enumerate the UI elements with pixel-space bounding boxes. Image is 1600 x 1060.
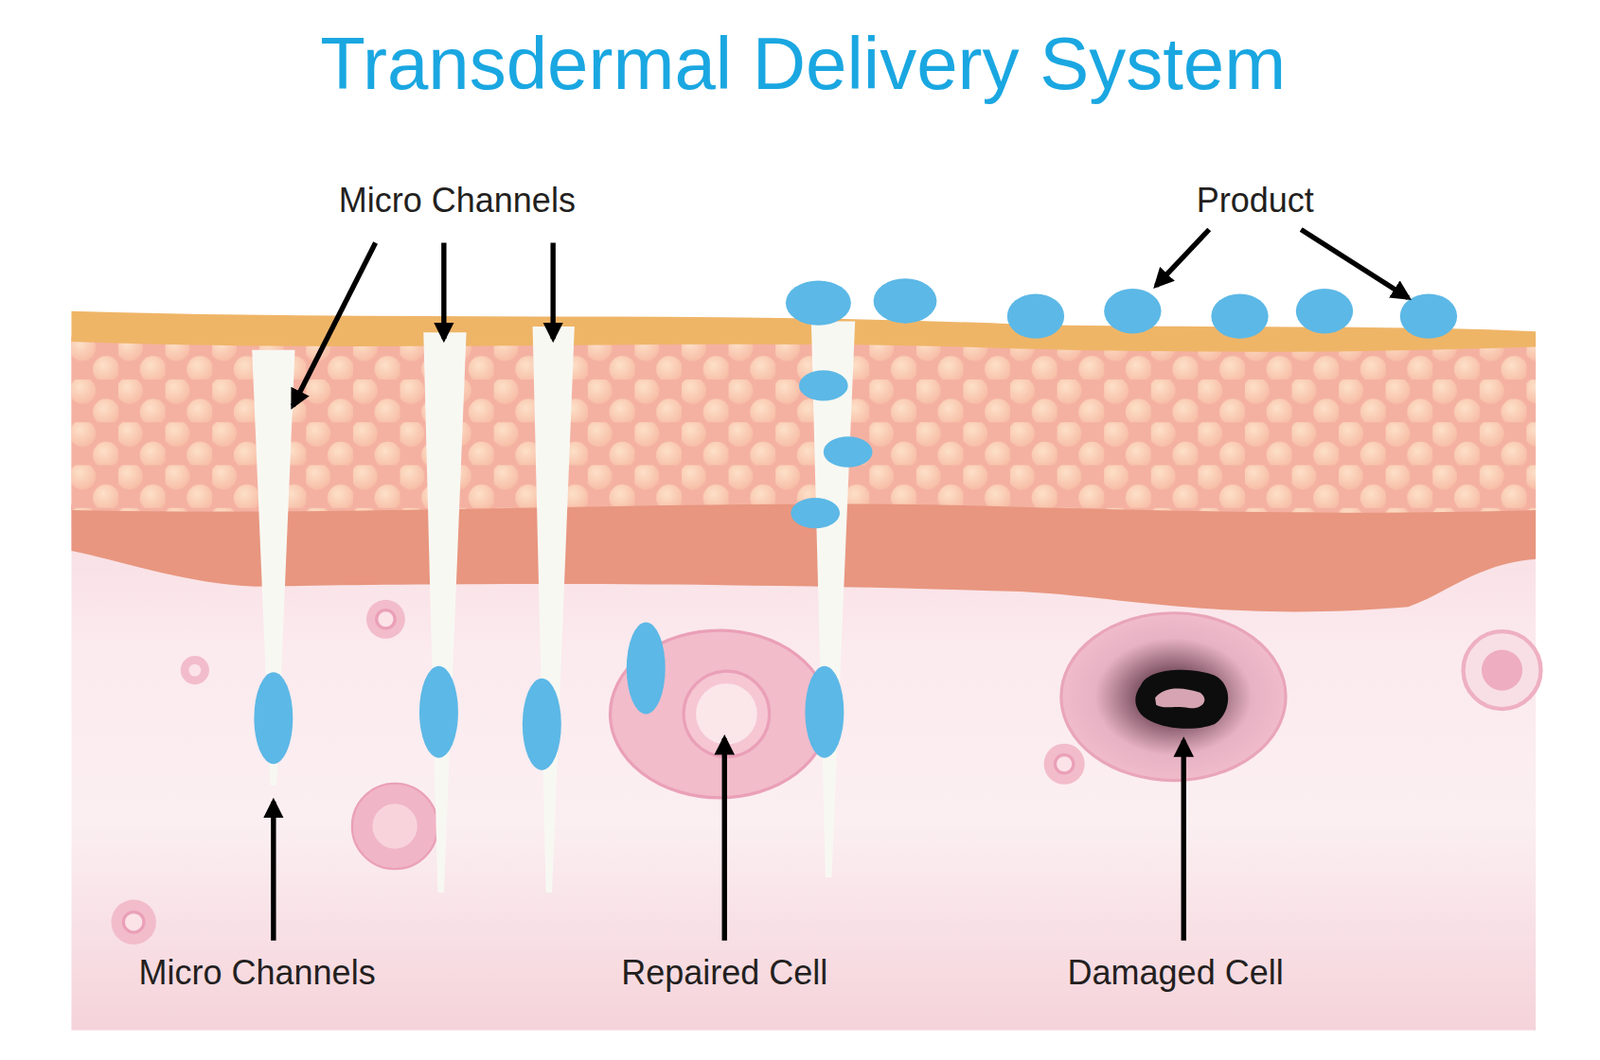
small-cell-nucleus — [188, 664, 201, 677]
callout-label: Micro Channels — [139, 954, 376, 993]
product-drop — [1103, 288, 1161, 334]
leader-arrow — [550, 243, 555, 339]
product-drop — [823, 436, 873, 467]
product-drop — [785, 280, 852, 325]
micro-channel — [811, 321, 855, 878]
product-drop — [804, 666, 844, 759]
product-drop — [873, 278, 938, 323]
small-cell-nucleus — [123, 912, 144, 934]
leader-arrows — [273, 230, 1409, 942]
diagram-title: Transdermal Delivery System — [320, 23, 1286, 106]
micro-channel — [533, 326, 575, 893]
product-drop — [419, 666, 459, 759]
product-drop — [522, 678, 562, 771]
small-cell — [352, 783, 439, 871]
small-cell — [110, 900, 156, 945]
leader-arrow — [292, 243, 375, 407]
callout-label: Micro Channels — [338, 182, 576, 221]
small-cell — [366, 600, 406, 640]
product-drop — [1296, 288, 1353, 334]
damaged-cell — [1061, 613, 1286, 782]
small-cell — [1044, 744, 1085, 785]
product-drops — [253, 278, 1458, 770]
micro-channel — [251, 350, 295, 786]
callout-label: Product — [1196, 182, 1315, 221]
product-drop — [1400, 293, 1458, 338]
product-drop — [1210, 293, 1268, 338]
small-cell-nucleus — [372, 803, 417, 849]
small-cell-nucleus — [1054, 755, 1073, 774]
product-drop — [626, 622, 666, 714]
leader-arrow — [1300, 230, 1408, 299]
callout-label: Repaired Cell — [621, 954, 828, 993]
product-drop — [253, 672, 293, 765]
leader-arrow — [270, 801, 276, 942]
damaged-nucleus-core — [1155, 689, 1205, 710]
product-drop — [790, 497, 840, 529]
small-cell — [1463, 631, 1542, 710]
small-cell-nucleus — [376, 610, 395, 629]
small-cell — [180, 656, 210, 685]
product-drop — [1007, 293, 1065, 338]
callout-label: Damaged Cell — [1067, 954, 1284, 993]
leader-arrow — [441, 243, 446, 339]
leader-arrow — [1181, 740, 1187, 941]
leader-arrow — [1155, 230, 1209, 286]
repaired-nucleus-core — [695, 683, 758, 746]
scaled-illustration — [71, 230, 1541, 1032]
small-cell-nucleus — [1481, 650, 1523, 692]
micro-channel — [423, 332, 466, 893]
leader-arrow — [722, 738, 728, 941]
product-drop — [799, 370, 849, 401]
damaged-nucleus — [1135, 670, 1228, 729]
